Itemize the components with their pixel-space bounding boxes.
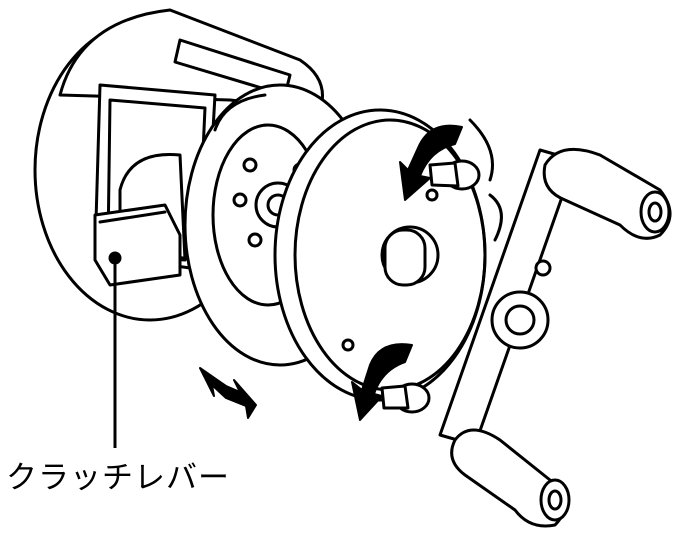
handle-knob-bottom xyxy=(450,428,571,528)
clutch-lever xyxy=(93,203,182,287)
callout-label: クラッチレバー xyxy=(6,460,230,496)
callout-leader xyxy=(108,251,122,448)
drag-knob-upper xyxy=(428,159,481,191)
double-headed-arrow-icon xyxy=(199,367,257,419)
curved-arrow-icon xyxy=(351,343,413,421)
curved-arrow-icon xyxy=(399,124,463,201)
handle-knob-top xyxy=(542,147,672,240)
drag-knob-lower xyxy=(380,382,431,414)
